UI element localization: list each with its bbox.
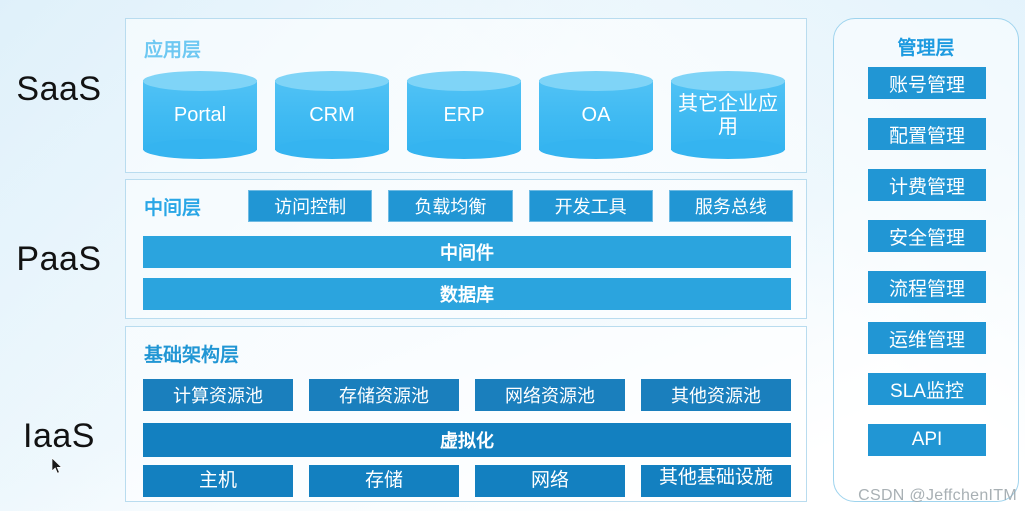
middleware-layer-panel: 中间层 访问控制 负载均衡 开发工具 服务总线 中间件 数据库 xyxy=(125,179,807,319)
pool-compute[interactable]: 计算资源池 xyxy=(143,379,293,411)
resource-pool-row: 计算资源池 存储资源池 网络资源池 其他资源池 xyxy=(143,379,791,411)
chip-dev-tools[interactable]: 开发工具 xyxy=(528,190,653,222)
app-cylinder-label: ERP xyxy=(443,103,485,126)
cylinder-top-ellipse xyxy=(275,71,389,91)
bar-virtualization[interactable]: 虚拟化 xyxy=(143,423,791,457)
cylinder-bottom-ellipse xyxy=(275,139,389,159)
mgmt-item-billing[interactable]: 计费管理 xyxy=(868,169,986,201)
cylinder-top-ellipse xyxy=(539,71,653,91)
mgmt-item-operations[interactable]: 运维管理 xyxy=(868,322,986,354)
app-cylinder-erp[interactable]: ERP xyxy=(407,71,521,159)
infra-host[interactable]: 主机 xyxy=(143,465,293,497)
application-layer-title: 应用层 xyxy=(144,40,202,61)
infrastructure-row: 主机 存储 网络 其他基础设施 xyxy=(143,465,791,497)
cylinder-top-ellipse xyxy=(407,71,521,91)
cylinder-body xyxy=(671,80,785,150)
management-item-list: 账号管理 配置管理 计费管理 安全管理 流程管理 运维管理 SLA监控 API xyxy=(868,67,986,456)
bar-middleware[interactable]: 中间件 xyxy=(143,236,791,268)
management-layer-title: 管理层 xyxy=(897,38,955,59)
mgmt-item-security[interactable]: 安全管理 xyxy=(868,220,986,252)
cylinder-top-ellipse xyxy=(143,71,257,91)
cylinder-bottom-ellipse xyxy=(143,139,257,159)
mouse-cursor-icon xyxy=(52,458,63,474)
infra-storage[interactable]: 存储 xyxy=(309,465,459,497)
tier-label-paas: PaaS xyxy=(16,240,102,278)
cylinder-body xyxy=(539,80,653,150)
chip-service-bus[interactable]: 服务总线 xyxy=(668,190,793,222)
cylinder-body xyxy=(143,80,257,150)
app-cylinder-label: 其它企业应用 xyxy=(678,93,778,138)
mgmt-item-configuration[interactable]: 配置管理 xyxy=(868,118,986,150)
app-cylinder-label: CRM xyxy=(309,103,355,126)
tier-label-saas: SaaS xyxy=(16,70,102,108)
application-layer-panel: 应用层 Portal CRM ERP xyxy=(125,18,807,173)
app-cylinder-crm[interactable]: CRM xyxy=(275,71,389,159)
middleware-layer-title: 中间层 xyxy=(144,198,202,219)
infra-other[interactable]: 其他基础设施 xyxy=(641,465,791,497)
app-cylinder-other-enterprise-apps[interactable]: 其它企业应用 xyxy=(671,71,785,159)
chip-access-control[interactable]: 访问控制 xyxy=(248,190,373,222)
pool-storage[interactable]: 存储资源池 xyxy=(309,379,459,411)
pool-other[interactable]: 其他资源池 xyxy=(641,379,791,411)
pool-network[interactable]: 网络资源池 xyxy=(475,379,625,411)
cylinder-body xyxy=(275,80,389,150)
cylinder-bottom-ellipse xyxy=(407,139,521,159)
chip-load-balancing[interactable]: 负载均衡 xyxy=(388,190,513,222)
cylinder-body xyxy=(407,80,521,150)
cylinder-top-ellipse xyxy=(671,71,785,91)
tier-label-iaas: IaaS xyxy=(23,417,95,455)
mgmt-item-process[interactable]: 流程管理 xyxy=(868,271,986,303)
app-cylinder-oa[interactable]: OA xyxy=(539,71,653,159)
cylinder-bottom-ellipse xyxy=(539,139,653,159)
mgmt-item-sla-monitor[interactable]: SLA监控 xyxy=(868,373,986,405)
app-cylinder-portal[interactable]: Portal xyxy=(143,71,257,159)
management-layer-panel: 管理层 账号管理 配置管理 计费管理 安全管理 流程管理 运维管理 SLA监控 … xyxy=(833,18,1019,502)
infra-network[interactable]: 网络 xyxy=(475,465,625,497)
bar-database[interactable]: 数据库 xyxy=(143,278,791,310)
cylinder-bottom-ellipse xyxy=(671,139,785,159)
app-cylinder-label: Portal xyxy=(173,103,227,126)
app-cylinder-label: OA xyxy=(581,103,611,126)
mgmt-item-account[interactable]: 账号管理 xyxy=(868,67,986,99)
application-cylinder-row: Portal CRM ERP OA xyxy=(143,71,791,161)
infrastructure-layer-panel: 基础架构层 计算资源池 存储资源池 网络资源池 其他资源池 虚拟化 主机 存储 … xyxy=(125,326,807,502)
mgmt-item-api[interactable]: API xyxy=(868,424,986,456)
infrastructure-layer-title: 基础架构层 xyxy=(144,345,240,366)
paas-chip-row: 访问控制 负载均衡 开发工具 服务总线 xyxy=(248,190,793,222)
